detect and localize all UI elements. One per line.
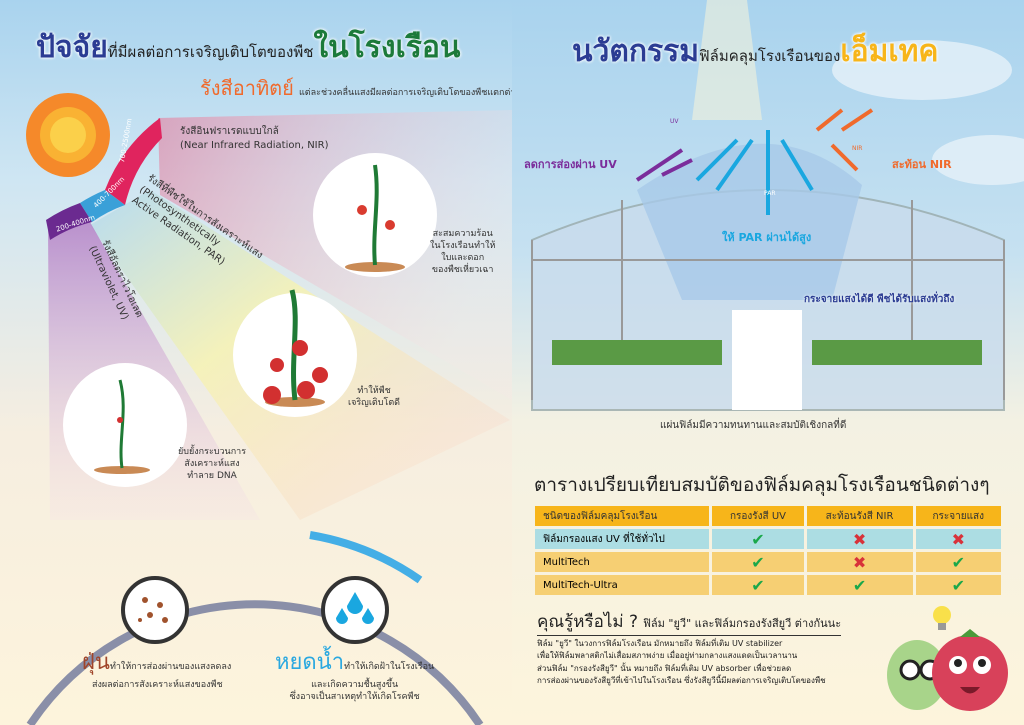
par-arrow-label: PAR [764,190,776,197]
right-title: นวัตกรรมฟิล์มคลุมโรงเรือนของเอ็มเทค [572,34,939,69]
check-icon: ✔ [951,552,965,572]
nir-effect: สะสมความร้อนในโรงเรือนทำให้ใบและดอกของพื… [430,229,496,276]
mascot-characters [887,606,1008,711]
nir-band [105,118,162,205]
check-icon: ✔ [951,575,965,595]
uv-reduction-label: ลดการส่องผ่าน UV [524,158,617,171]
par-effect: ทำให้พืชเจริญเติบโตดี [348,386,401,409]
cross-icon: ✖ [951,529,965,549]
nir-arrow-label: NIR [852,145,863,152]
left-panel: ปัจจัยที่มีผลต่อการเจริญเติบโตของพืชในโร… [0,0,512,725]
sun-icon [26,93,110,177]
check-icon: ✔ [751,529,765,549]
tomato-mascot [932,635,1008,711]
par-transmit-label: ให้ PAR ผ่านได้สูง [722,231,812,244]
dust-note: ฝุ่นทำให้การส่องผ่านของแสงลดลง ส่งผลต่อก… [82,650,232,690]
uv-arrow-label: UV [670,118,679,125]
table-row: MultiTech ✔ ✖ ✔ [535,552,1001,572]
tomato-plant-icon [94,164,405,474]
uv-plant-circle [63,363,187,487]
dust-icon [121,576,189,644]
left-subtitle: รังสีอาทิตย์ แต่ละช่วงคลื่นแสงมีผลต่อการ… [200,76,512,100]
check-icon: ✔ [751,552,765,572]
water-drop-note: หยดน้ำทำให้เกิดฝ้าในโรงเรือน และเกิดความ… [275,650,435,703]
did-you-know-text: ฟิล์ม "ยูวี" ในวงการฟิล์มโรงเรือน มักหมา… [537,639,826,686]
nir-label: รังสีอินฟราเรดแบบใกล้(Near Infrared Radi… [180,126,329,151]
greenhouse-graphic [531,0,1024,411]
cross-icon: ✖ [852,529,867,549]
par-band [80,190,125,222]
durable-film-label: แผ่นฟิล์มมีความทนทานและสมบัติเชิงกลที่ดี [660,420,847,431]
table-title: ตารางเปรียบเทียบสมบัติของฟิล์มคลุมโรงเรื… [534,474,990,496]
table-row: MultiTech-Ultra ✔ ✔ ✔ [535,575,1001,595]
table-header-row: ชนิดของฟิล์มคลุมโรงเรือน กรองรังสี UV สะ… [535,506,1001,526]
uv-effect: ยับยั้งกระบวนการสังเคราะห์แสงทำลาย DNA [178,447,247,482]
check-icon: ✔ [751,575,765,595]
comparison-table: ชนิดของฟิล์มคลุมโรงเรือน กรองรังสี UV สะ… [532,503,1004,598]
greenhouse-film-arc [26,600,484,725]
lightbulb-icon [933,606,951,630]
nir-reflect-label: สะท้อน NIR [892,158,952,171]
uv-band [46,203,92,240]
diffuse-light-label: กระจายแสงได้ดี พืชได้รับแสงทั่วถึง [804,294,955,305]
left-title: ปัจจัยที่มีผลต่อการเจริญเติบโตของพืชในโร… [36,30,461,65]
check-icon: ✔ [852,575,867,595]
cross-icon: ✖ [852,552,867,572]
did-you-know-heading: คุณรู้หรือไม่ ? ฟิล์ม "ยูวี" และฟิล์มกรอ… [537,608,842,636]
table-row: ฟิล์มกรองแสง UV ที่ใช้ทั่วไป ✔ ✖ ✖ [535,529,1001,549]
spectrum-graphic [26,93,512,725]
right-panel: นวัตกรรมฟิล์มคลุมโรงเรือนของเอ็มเทค ลดกา… [512,0,1024,725]
